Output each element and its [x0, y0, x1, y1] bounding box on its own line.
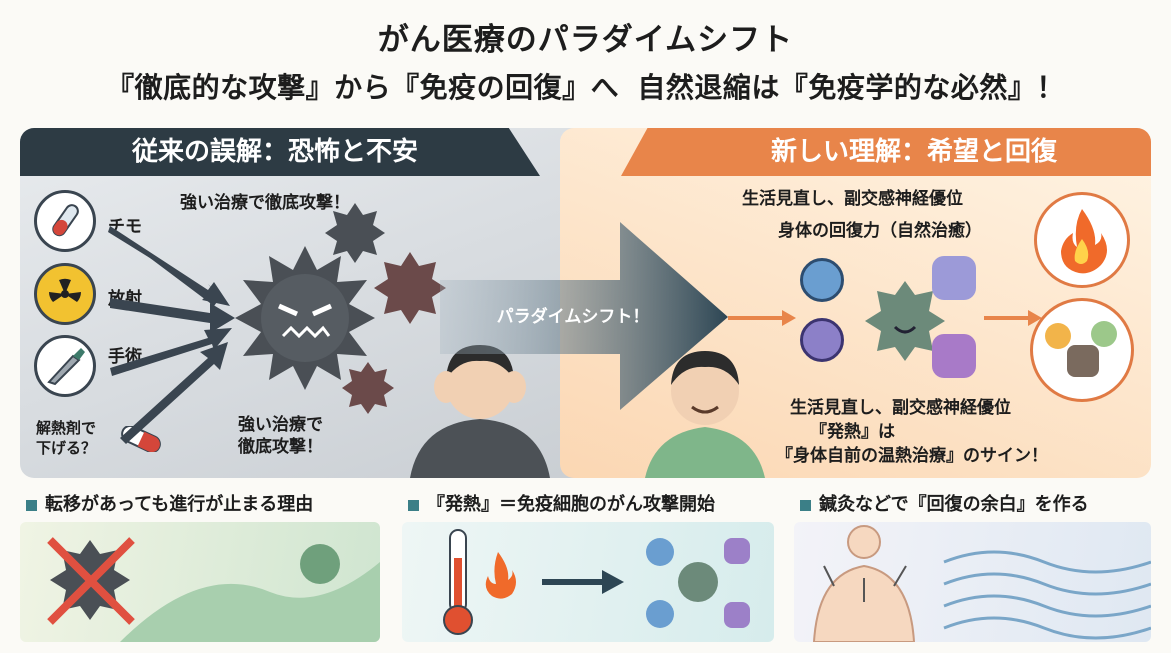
antipyretic-line1: 解熱剤で: [36, 419, 97, 437]
paradigm-shift-arrow: [440, 222, 728, 410]
antipyretic-line2: 下げる？: [36, 439, 97, 457]
right-top-line1: 生活見直し、副交感神経優位: [742, 189, 963, 209]
fire-badge: [1034, 192, 1130, 288]
bottom-card-3-title-text: 鍼灸などで『回復の余白』を作る: [819, 494, 1089, 515]
metastasis-stop-illustration: [47, 537, 380, 642]
right-bottom-line1: 生活見直し、副交感神経優位: [790, 398, 1011, 418]
bottom-card-1: [20, 522, 380, 642]
test-tube-icon: [34, 190, 96, 252]
attack-bottom-line2: 徹底攻撃！: [238, 437, 323, 457]
bottom-card-3-title: 鍼灸などで『回復の余白』を作る: [800, 490, 1089, 516]
acupuncture-illustration: [812, 525, 1151, 642]
bullet-square-icon: [26, 499, 37, 511]
fire-icon: [485, 552, 516, 599]
calm-person-illustration: [645, 351, 765, 478]
bottom-card-2-title-text: 『発熱』＝免疫細胞のがん攻撃開始: [427, 494, 715, 515]
fire-icon: [1061, 209, 1107, 274]
subtitle: 『徹底的な攻撃』から『免疫の回復』へ 自然退縮は『免疫学的な必然』！: [0, 66, 1171, 106]
smile-cell-icon: [1045, 323, 1071, 349]
small-red-cancer-cell-icon: [342, 362, 394, 414]
bottom-card-1-title-text: 転移があっても進行が止まる理由: [45, 494, 314, 515]
smile-cell-icon: [1091, 321, 1117, 347]
attack-arrows: [108, 226, 235, 444]
shrunk-cancer-cell-icon: [1067, 345, 1099, 377]
cross-mark-icon: [47, 537, 135, 625]
bottom-card-2-title: 『発熱』＝免疫細胞のがん攻撃開始: [408, 490, 715, 516]
right-bottom-line2: 『発熱』は: [810, 422, 895, 442]
left-panel-header: 従来の誤解：恐怖と不安: [20, 128, 540, 176]
small-cancer-cell-icon: [325, 203, 385, 263]
orange-arrow-icon: [984, 310, 1042, 326]
orange-arrow-icon: [728, 310, 796, 326]
recovered-cells-badge: [1030, 298, 1134, 402]
bottom-card-1-title: 転移があっても進行が止まる理由: [26, 490, 313, 516]
attack-top-label: 強い治療で徹底攻撃！: [180, 193, 350, 213]
bullet-square-icon: [800, 499, 811, 511]
immune-cell-icon: [800, 318, 844, 362]
smiling-cancer-cell-icon: [865, 281, 945, 361]
right-bottom-text: 生活見直し、副交感神経優位 『発熱』は 『身体自前の温熱治療』のサイン！: [776, 396, 1048, 468]
bullet-square-icon: [408, 499, 419, 511]
subtitle-part-a: 『徹底的な攻撃』から『免疫の回復』へ: [106, 71, 620, 104]
paradigm-shift-label: パラダイムシフト！: [496, 307, 650, 327]
right-bottom-line3: 『身体自前の温熱治療』のサイン！: [776, 446, 1048, 466]
right-panel-header: 新しい理解：希望と回復: [621, 128, 1151, 176]
right-panel: 新しい理解：希望と回復 生活見直し、副交感神経優位 身体の回復力（自然治癒） 生…: [560, 128, 1151, 478]
main-title: がん医療のパラダイムシフト: [377, 22, 794, 58]
bottom-card-3: [794, 522, 1151, 642]
cancer-cell-icon: [235, 246, 375, 390]
radiation-icon: [34, 263, 96, 325]
fever-immune-illustration: [443, 529, 750, 635]
antipyretic-question: 解熱剤で 下げる？: [36, 418, 96, 458]
attack-bottom-label: 強い治療で 徹底攻撃！: [238, 414, 323, 458]
subtitle-part-b: 自然退縮は『免疫学的な必然』！: [637, 71, 1065, 104]
macrophage-icon: [932, 334, 976, 378]
scalpel-icon: [34, 335, 96, 397]
bottom-card-2: [402, 522, 774, 642]
attack-bottom-line1: 強い治療で: [238, 415, 323, 435]
macrophage-icon: [932, 256, 976, 300]
right-top-line2: 身体の回復力（自然治癒）: [778, 221, 982, 241]
red-cancer-cell-icon: [374, 252, 446, 324]
immune-cell-icon: [800, 258, 844, 302]
